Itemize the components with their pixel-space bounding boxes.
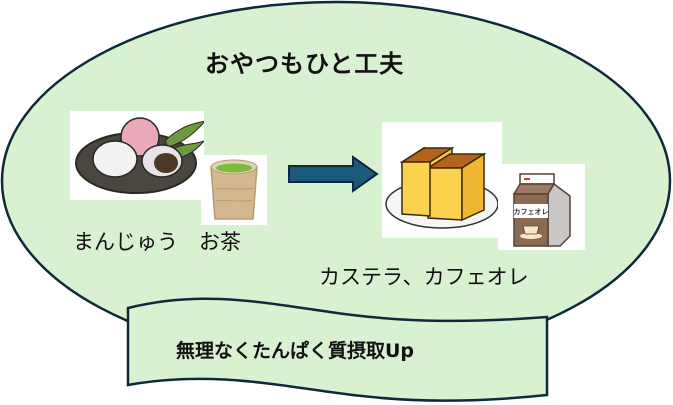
banner-text: 無理なくたんぱく質摂取Up xyxy=(176,340,415,362)
green-tea-cup-icon xyxy=(201,155,267,225)
after-snack-label: カステラ、カフェオレ xyxy=(319,265,529,289)
banner-ribbon xyxy=(126,297,549,402)
diagram-title: おやつもひと工夫 xyxy=(205,50,405,78)
svg-text:カフェオレ: カフェオレ xyxy=(514,208,549,216)
castella-plate-icon xyxy=(382,122,502,238)
cafe-au-lait-carton-icon: カフェオレ xyxy=(498,164,585,250)
right-arrow-icon xyxy=(288,155,379,193)
before-snack-label: まんじゅう お茶 xyxy=(73,230,241,254)
manju-plate-icon xyxy=(70,111,204,200)
